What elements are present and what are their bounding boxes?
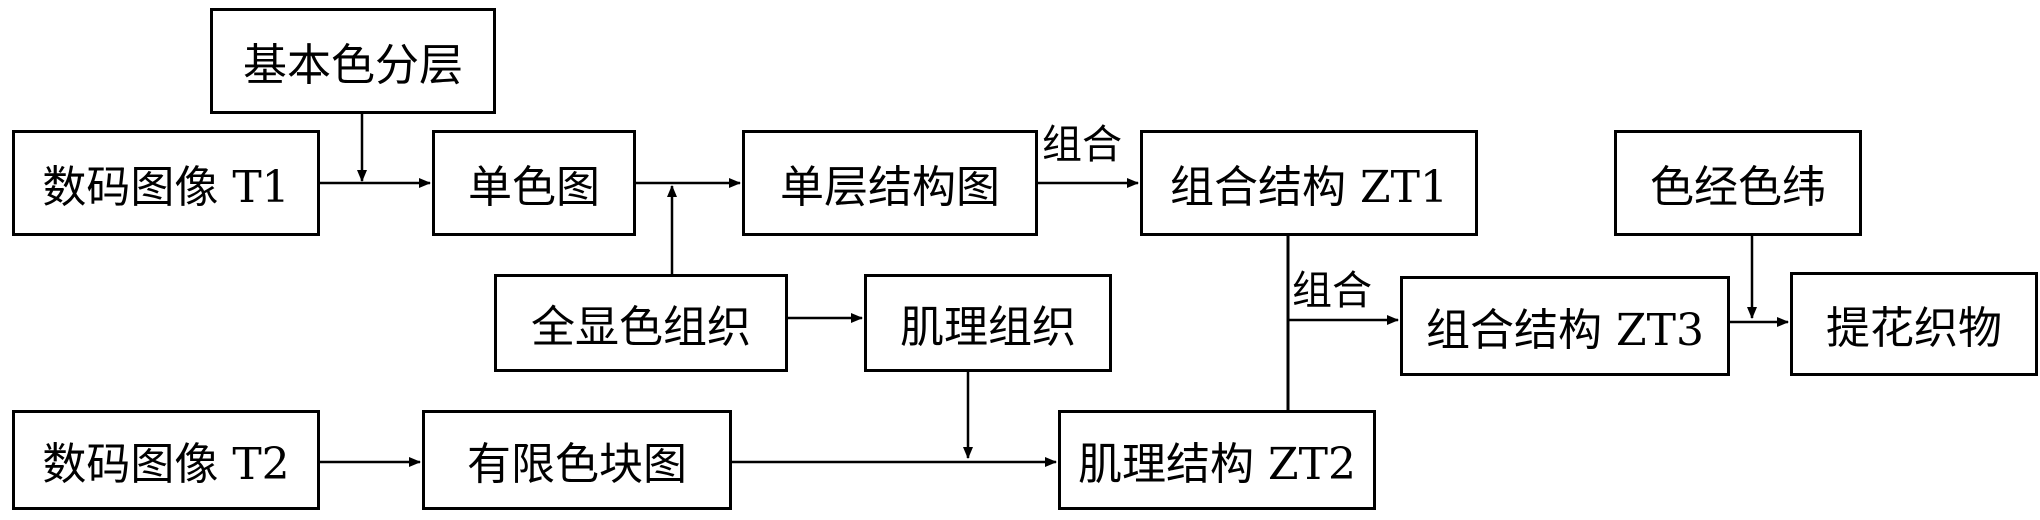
node-texture-structure-zt2: 肌理结构 ZT2 (1058, 410, 1376, 510)
node-single-color-map: 单色图 (432, 130, 636, 236)
node-combined-structure-zt3: 组合结构 ZT3 (1400, 276, 1730, 376)
node-single-layer-structure: 单层结构图 (742, 130, 1038, 236)
node-basic-color-layering: 基本色分层 (210, 8, 496, 114)
node-combined-structure-zt1: 组合结构 ZT1 (1140, 130, 1478, 236)
edge-label-combine-2: 组合 (1292, 258, 1372, 316)
node-limited-color-block: 有限色块图 (422, 410, 732, 510)
node-digital-image-t2: 数码图像 T2 (12, 410, 320, 510)
edge-label-combine-1: 组合 (1042, 112, 1122, 170)
node-color-warp-weft: 色经色纬 (1614, 130, 1862, 236)
node-full-color-weave: 全显色组织 (494, 274, 788, 372)
node-jacquard-fabric: 提花织物 (1790, 272, 2038, 376)
node-digital-image-t1: 数码图像 T1 (12, 130, 320, 236)
node-texture-weave: 肌理组织 (864, 274, 1112, 372)
